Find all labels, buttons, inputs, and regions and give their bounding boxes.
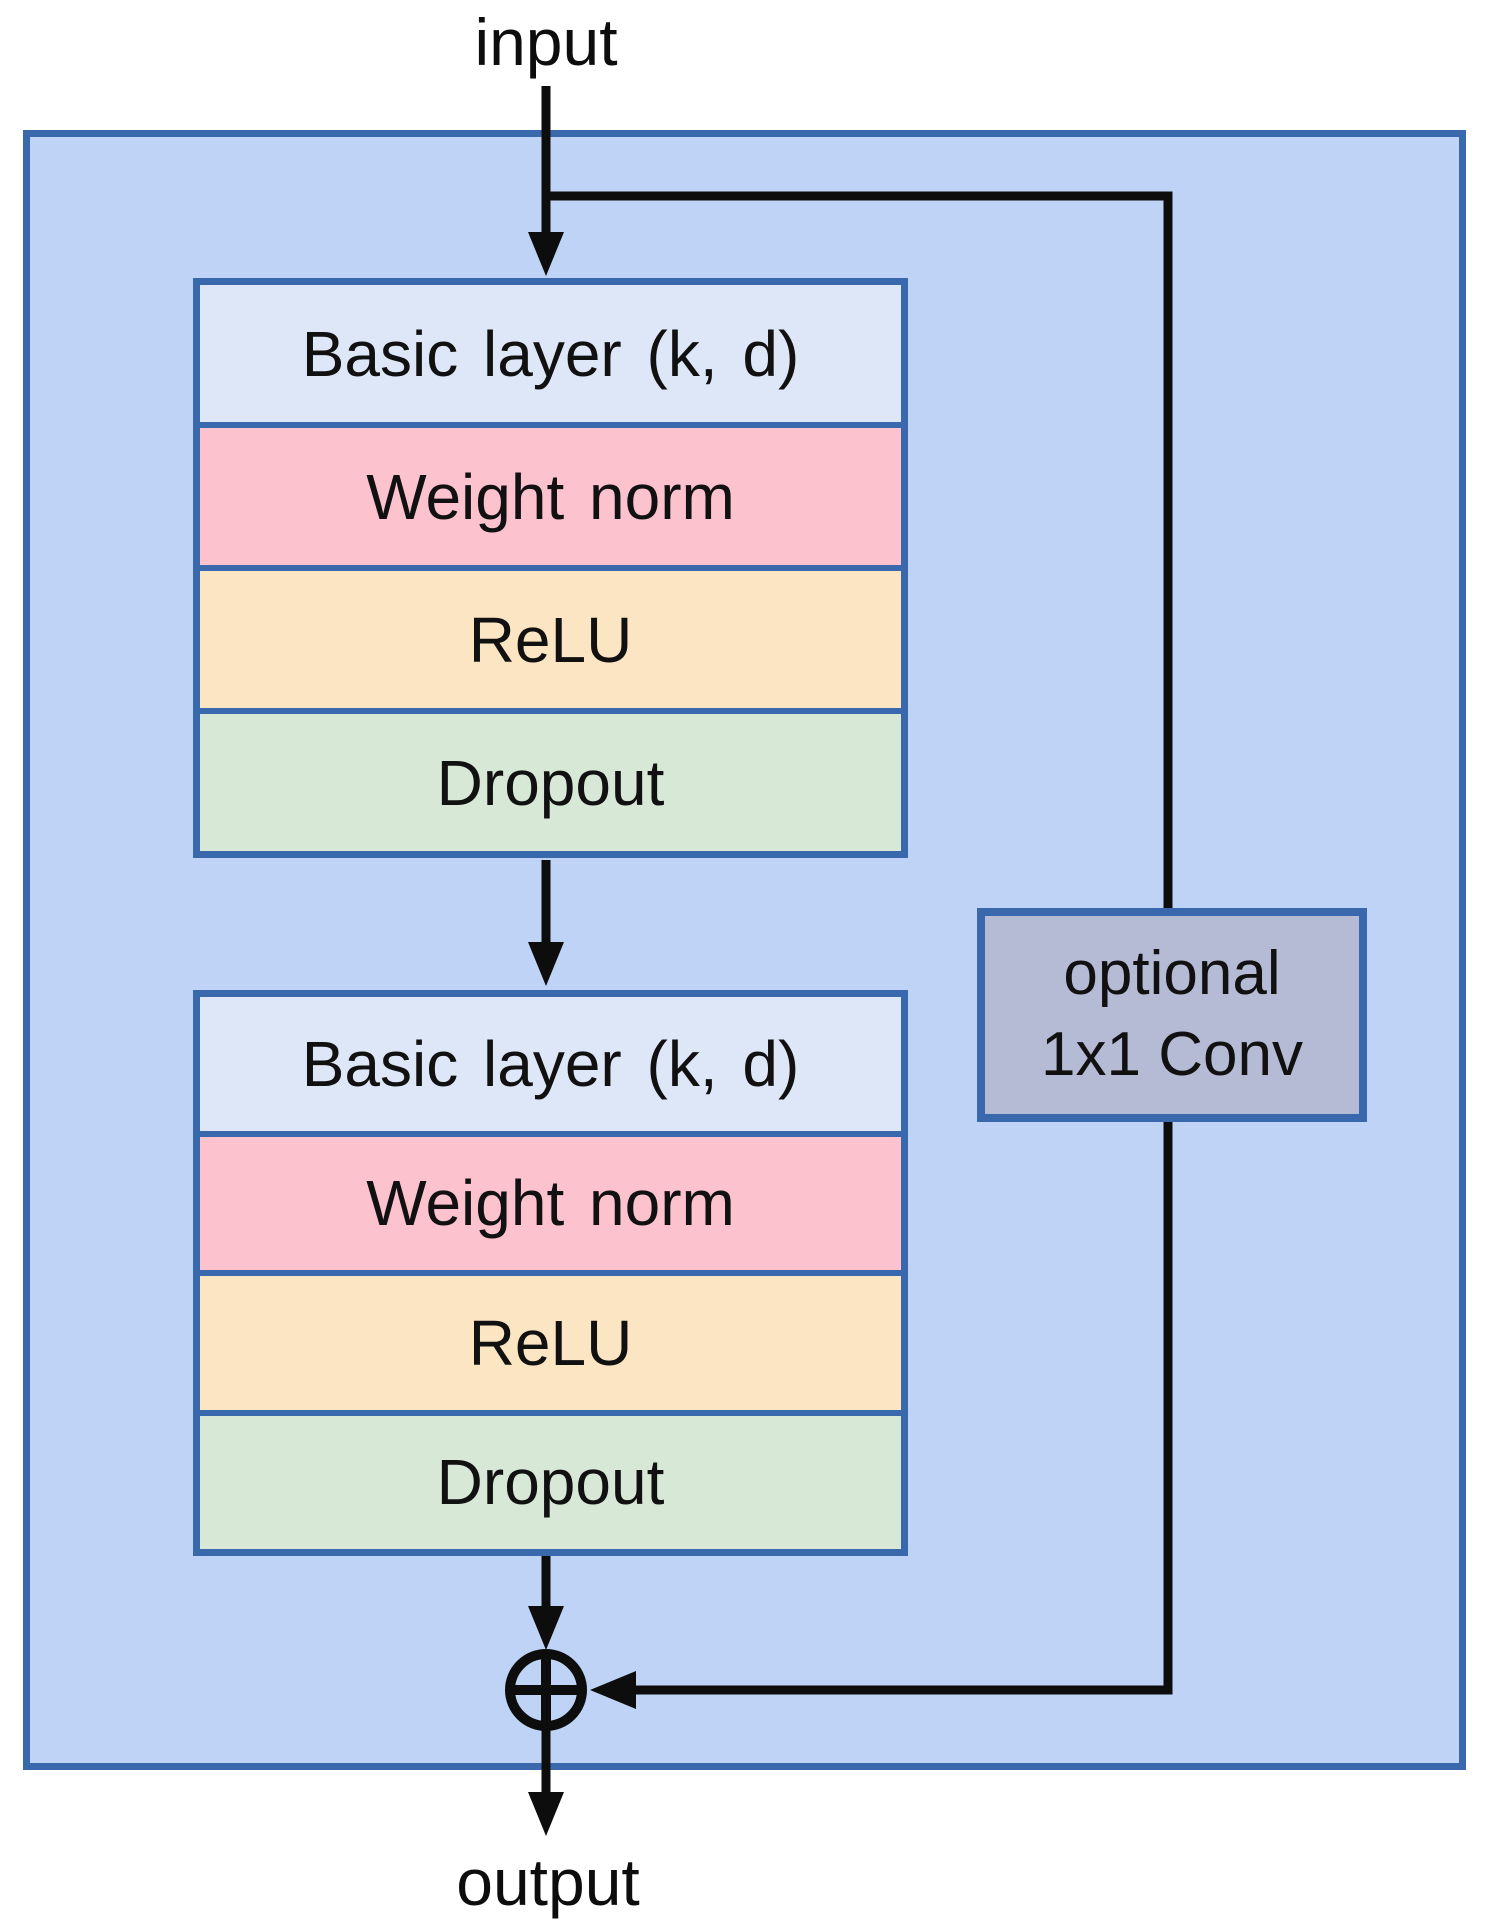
layer-stack-2: Basic layer (k, d) Weight norm ReLU Drop… — [193, 990, 908, 1556]
dropout-box: Dropout — [200, 1409, 901, 1549]
layer-stack-1: Basic layer (k, d) Weight norm ReLU Drop… — [193, 278, 908, 858]
weight-norm-box: Weight norm — [200, 1130, 901, 1270]
input-label: input — [474, 5, 618, 79]
weight-norm-box: Weight norm — [200, 422, 901, 565]
output-label: output — [456, 1845, 640, 1919]
relu-box: ReLU — [200, 1270, 901, 1410]
dropout-box: Dropout — [200, 708, 901, 851]
optional-conv-box: optional 1x1 Conv — [977, 908, 1367, 1122]
optional-conv-label-line1: optional — [1063, 939, 1281, 1009]
basic-layer-box: Basic layer (k, d) — [200, 285, 901, 422]
relu-box: ReLU — [200, 565, 901, 708]
basic-layer-box: Basic layer (k, d) — [200, 997, 901, 1131]
optional-conv-label-line2: 1x1 Conv — [1041, 1020, 1303, 1089]
